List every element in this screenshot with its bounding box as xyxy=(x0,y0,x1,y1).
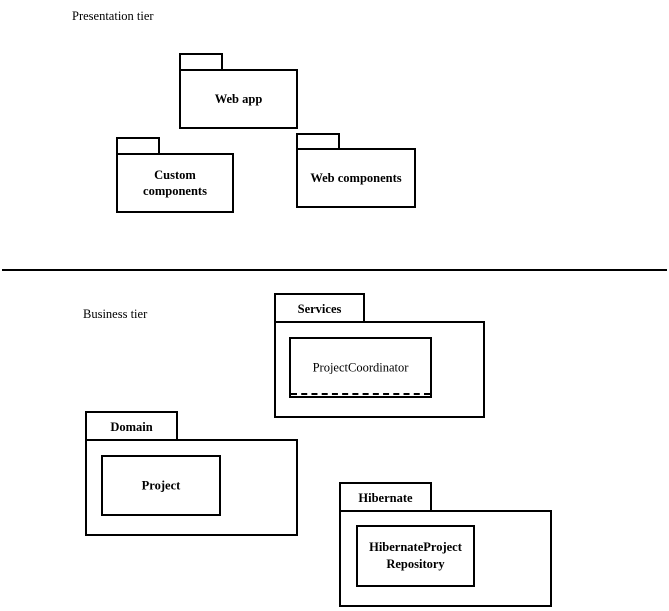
custom-components-package-tab xyxy=(116,137,160,155)
presentation-tier-label: Presentation tier xyxy=(72,9,154,23)
project-label: Project xyxy=(141,478,181,492)
custom-components-package-body: Custom components xyxy=(116,153,234,213)
web-app-label: Web app xyxy=(214,92,263,106)
hibernate-project-repository-class[interactable]: HibernateProject Repository xyxy=(356,525,475,587)
hibernate-package-title: Hibernate xyxy=(358,491,413,505)
services-package-body: ProjectCoordinator xyxy=(274,321,485,418)
tier-divider xyxy=(2,269,667,271)
hibernate-package-body: HibernateProject Repository xyxy=(339,510,552,607)
project-coordinator-class[interactable]: ProjectCoordinator xyxy=(289,337,432,398)
project-coordinator-dashed-edge xyxy=(291,393,430,395)
domain-package-tab: Domain xyxy=(85,411,178,441)
web-components-package-body: Web components xyxy=(296,148,416,208)
services-package-title: Services xyxy=(297,302,342,316)
project-coordinator-label: ProjectCoordinator xyxy=(312,360,409,374)
services-package-tab: Services xyxy=(274,293,365,323)
business-tier-label: Business tier xyxy=(83,307,148,321)
web-app-package-tab xyxy=(179,53,223,71)
web-components-label: Web components xyxy=(310,171,402,185)
web-components-package-tab xyxy=(296,133,340,151)
project-class[interactable]: Project xyxy=(101,455,221,516)
domain-package-body: Project xyxy=(85,439,298,536)
hibernate-package-tab: Hibernate xyxy=(339,482,432,512)
domain-package-title: Domain xyxy=(110,420,153,434)
custom-components-label: Custom components xyxy=(143,168,207,198)
web-app-package-body: Web app xyxy=(179,69,298,129)
hibernate-project-repository-label: HibernateProject Repository xyxy=(369,540,462,571)
